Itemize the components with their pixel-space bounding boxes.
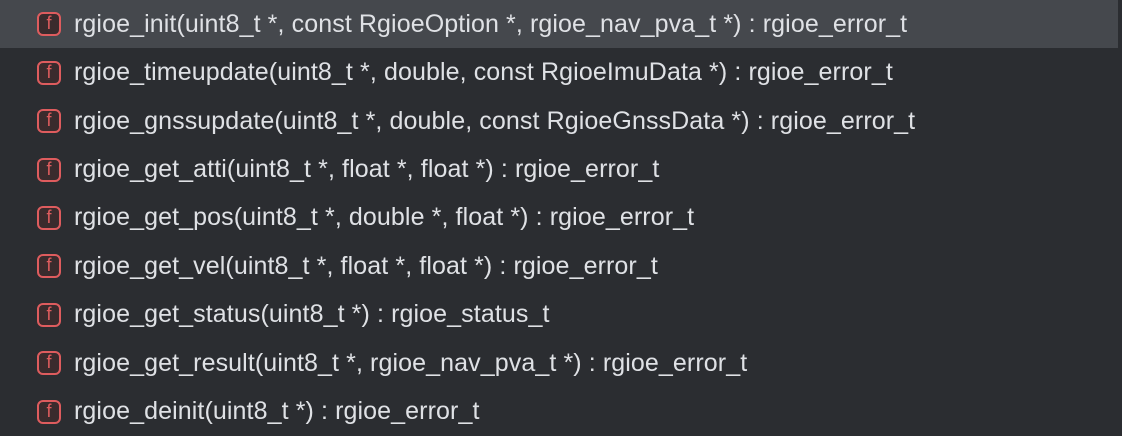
completion-item[interactable]: f rgioe_get_result(uint8_t *, rgioe_nav_… (0, 339, 1118, 387)
function-signature: rgioe_get_result(uint8_t *, rgioe_nav_pv… (74, 348, 748, 377)
function-icon: f (37, 351, 61, 376)
function-signature: rgioe_get_status(uint8_t *) : rgioe_stat… (74, 300, 550, 329)
function-signature: rgioe_get_pos(uint8_t *, double *, float… (74, 203, 695, 232)
completion-item[interactable]: f rgioe_get_status(uint8_t *) : rgioe_st… (0, 291, 1118, 339)
function-icon: f (37, 12, 61, 37)
completion-item[interactable]: f rgioe_gnssupdate(uint8_t *, double, co… (0, 97, 1118, 145)
function-icon: f (37, 157, 61, 182)
function-signature: rgioe_get_atti(uint8_t *, float *, float… (74, 155, 660, 184)
function-icon-glyph: f (46, 110, 52, 131)
function-signature: rgioe_init(uint8_t *, const RgioeOption … (74, 9, 908, 38)
function-icon: f (37, 205, 61, 230)
function-signature: rgioe_gnssupdate(uint8_t *, double, cons… (74, 106, 916, 135)
function-icon-glyph: f (46, 255, 52, 276)
function-icon-glyph: f (46, 206, 52, 227)
function-icon-glyph: f (46, 61, 52, 82)
function-icon-glyph: f (46, 303, 52, 324)
function-icon-glyph: f (46, 13, 52, 34)
function-icon: f (37, 109, 61, 134)
completion-item[interactable]: f rgioe_deinit(uint8_t *) : rgioe_error_… (0, 388, 1118, 436)
completion-item[interactable]: f rgioe_get_vel(uint8_t *, float *, floa… (0, 242, 1118, 290)
function-icon-glyph: f (46, 400, 52, 421)
completion-item[interactable]: f rgioe_timeupdate(uint8_t *, double, co… (0, 48, 1118, 96)
completion-item[interactable]: f rgioe_get_pos(uint8_t *, double *, flo… (0, 194, 1118, 242)
completion-item[interactable]: f rgioe_get_atti(uint8_t *, float *, flo… (0, 145, 1118, 193)
function-icon-glyph: f (46, 352, 52, 373)
function-icon: f (37, 60, 61, 85)
function-signature: rgioe_deinit(uint8_t *) : rgioe_error_t (74, 397, 480, 426)
function-signature: rgioe_get_vel(uint8_t *, float *, float … (74, 251, 658, 280)
function-icon: f (37, 399, 61, 424)
completion-item[interactable]: f rgioe_init(uint8_t *, const RgioeOptio… (0, 0, 1118, 49)
function-icon: f (37, 254, 61, 279)
function-icon: f (37, 302, 61, 327)
function-icon-glyph: f (46, 158, 52, 179)
function-signature: rgioe_timeupdate(uint8_t *, double, cons… (74, 58, 893, 87)
